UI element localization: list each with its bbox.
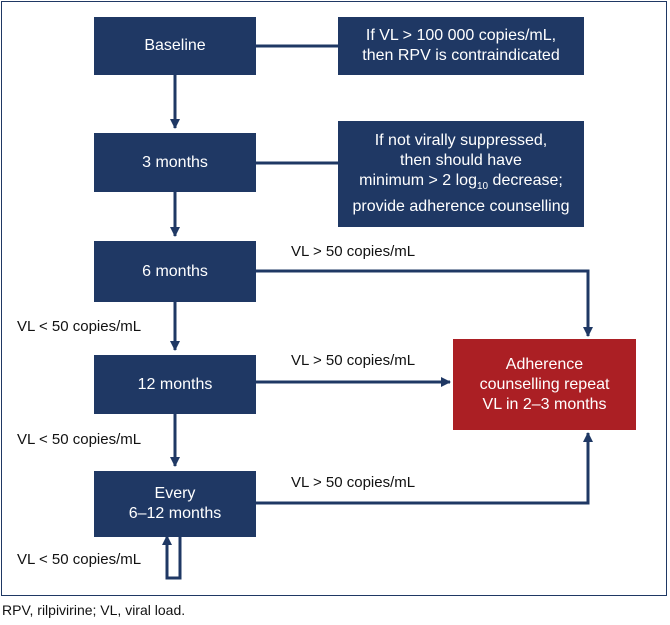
- every-box: Every 6–12 months: [94, 471, 256, 537]
- m6-box: 6 months: [94, 241, 256, 302]
- baseline-note-box: If VL > 100 000 copies/mL, then RPV is c…: [338, 17, 584, 75]
- label-12m-high: VL > 50 copies/mL: [291, 352, 416, 369]
- label-6m-high: VL > 50 copies/mL: [291, 243, 416, 260]
- arrow-6m-to-outcome: [256, 269, 593, 337]
- baseline-box: Baseline: [94, 17, 256, 75]
- m3-note-line-3-sub: 10: [476, 181, 489, 193]
- label-12m-low: VL < 50 copies/mL: [17, 431, 142, 448]
- m3-note-line-1: If not virally suppressed,: [374, 131, 548, 149]
- m12-label: 12 months: [137, 375, 213, 393]
- m12-box: 12 months: [94, 355, 256, 414]
- label-6m-low: VL < 50 copies/mL: [17, 318, 142, 335]
- outcome-box: Adherence counselling repeat VL in 2–3 m…: [453, 339, 636, 430]
- label-loop-low: VL < 50 copies/mL: [17, 551, 142, 568]
- every-label-line-1: Every: [154, 485, 196, 502]
- m3-note-line-3-pre: minimum > 2 log: [359, 171, 477, 189]
- m3-note-line-3-post: decrease;: [488, 171, 563, 189]
- m3-note-line-3: minimum > 2 log10 decrease;: [352, 171, 569, 197]
- label-every-high: VL > 50 copies/mL: [291, 474, 416, 491]
- baseline-note-line-1: If VL > 100 000 copies/mL,: [365, 27, 557, 44]
- baseline-label: Baseline: [144, 37, 206, 54]
- outcome-line-3: VL in 2–3 months: [482, 395, 607, 413]
- arrow-every-to-outcome: [256, 432, 593, 505]
- m3-note-box: If not virally suppressed, then should h…: [338, 121, 584, 227]
- diagram-frame: [1, 1, 667, 596]
- outcome-line-1: Adherence: [505, 355, 584, 373]
- loop-arrow: [162, 535, 182, 580]
- m3-box: 3 months: [94, 133, 256, 192]
- m3-note-line-4: provide adherence counselling: [352, 198, 570, 216]
- caption: RPV, rilpivirine; VL, viral load.: [2, 602, 186, 618]
- m3-note-line-2: then should have: [400, 151, 522, 169]
- every-label-line-2: 6–12 months: [128, 505, 222, 522]
- m6-label: 6 months: [142, 262, 208, 280]
- m3-label: 3 months: [142, 153, 208, 171]
- outcome-line-2: counselling repeat: [479, 375, 610, 393]
- baseline-note-line-2: then RPV is contraindicated: [362, 47, 560, 64]
